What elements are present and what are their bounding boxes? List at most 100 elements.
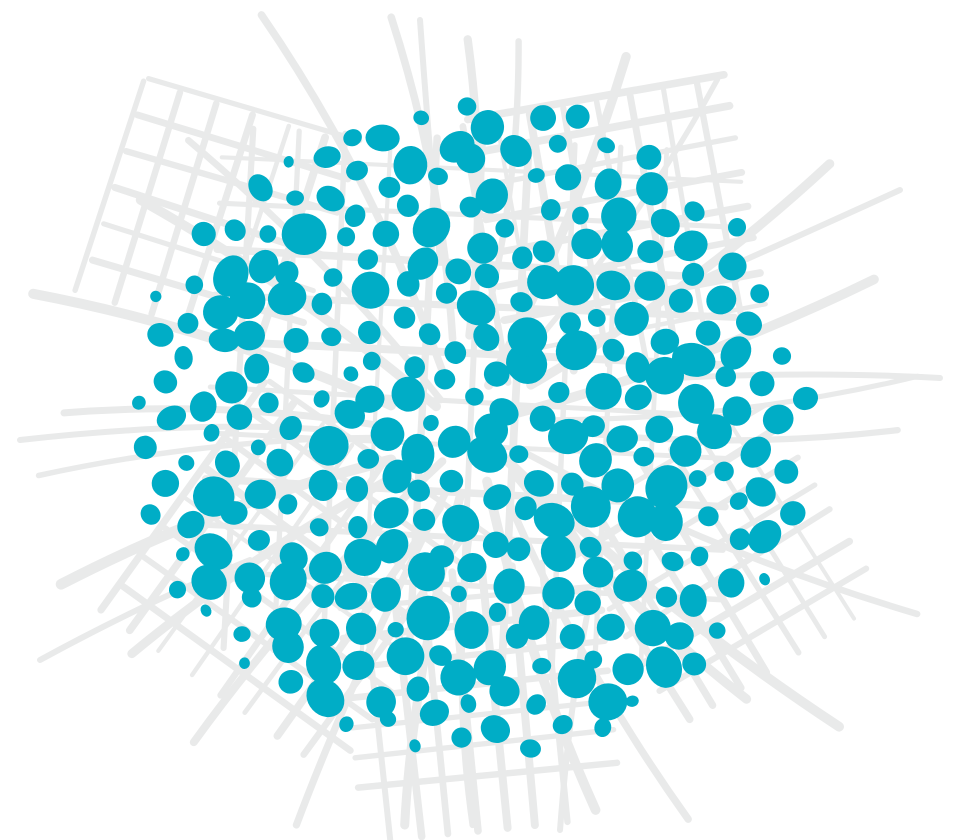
street-line — [72, 78, 147, 294]
map-dot — [483, 484, 512, 511]
map-dot — [727, 218, 747, 237]
map-dot — [612, 653, 644, 686]
map-dot — [454, 611, 489, 649]
map-dot — [234, 320, 265, 351]
map-dot — [480, 715, 511, 744]
map-dot — [512, 246, 533, 269]
map-dot — [311, 292, 333, 316]
map-dot — [602, 338, 625, 362]
map-dot — [372, 220, 400, 247]
map-dot — [156, 405, 187, 431]
street-line — [463, 70, 728, 124]
map-dot — [655, 586, 678, 608]
map-dot — [706, 285, 737, 315]
street-line — [388, 574, 426, 840]
map-dot — [579, 536, 602, 558]
map-dot — [759, 573, 770, 586]
map-dot — [203, 423, 220, 442]
map-dot — [445, 258, 472, 285]
map-dot — [306, 678, 345, 718]
map-dot — [406, 676, 430, 702]
map-dot — [418, 323, 441, 346]
map-dot — [308, 469, 338, 501]
map-dot — [682, 262, 705, 286]
map-dot — [387, 621, 404, 638]
map-dot — [729, 492, 748, 510]
map-dot — [370, 417, 405, 451]
map-dot — [258, 392, 279, 414]
map-dot — [309, 618, 340, 648]
map-dot — [465, 387, 484, 406]
map-dot — [645, 465, 688, 510]
map-dot — [645, 415, 674, 444]
map-dot — [404, 356, 426, 379]
map-dot — [215, 371, 248, 404]
map-dot — [572, 206, 589, 225]
map-dot — [435, 282, 458, 304]
map-dot — [440, 659, 477, 696]
map-dot — [596, 613, 625, 641]
map-dot — [366, 686, 396, 718]
map-dot — [715, 366, 737, 387]
map-dot — [559, 312, 581, 335]
map-dot — [357, 249, 379, 270]
map-dot — [650, 208, 680, 238]
map-dot — [613, 569, 648, 602]
map-dot — [345, 476, 369, 502]
map-dot — [343, 366, 359, 382]
map-dot — [565, 104, 590, 129]
map-dot — [344, 538, 382, 576]
street-line — [354, 759, 621, 791]
map-dot — [281, 213, 327, 256]
map-dot — [697, 414, 732, 450]
map-dot — [248, 249, 279, 284]
map-dot — [177, 312, 199, 334]
map-dot — [554, 265, 595, 306]
map-dot — [203, 295, 239, 330]
map-dot — [597, 137, 615, 154]
map-dot — [559, 624, 585, 650]
street-line — [145, 75, 363, 144]
map-dot — [624, 384, 652, 411]
map-dot — [413, 110, 430, 126]
street-line — [37, 557, 253, 663]
map-dot — [748, 520, 782, 554]
map-dot — [429, 645, 452, 666]
map-dot — [348, 516, 368, 539]
map-dot — [407, 479, 430, 502]
map-dot — [636, 144, 662, 170]
map-dot — [594, 718, 612, 738]
map-dot — [601, 468, 635, 503]
map-dot — [412, 207, 451, 248]
map-dot — [557, 658, 597, 699]
map-dot — [560, 472, 584, 496]
map-dot — [678, 383, 715, 424]
map-dot — [316, 185, 345, 212]
street-line — [557, 597, 593, 833]
map-dot — [482, 531, 509, 558]
map-dot — [342, 650, 375, 681]
map-dot — [275, 261, 299, 286]
map-dot — [247, 530, 270, 551]
map-dot — [323, 268, 343, 287]
map-dot — [633, 446, 655, 467]
map-dot — [309, 518, 329, 537]
map-dot — [614, 301, 649, 336]
map-dot — [688, 470, 707, 487]
map-dot — [346, 160, 368, 181]
map-dot — [351, 271, 390, 309]
map-dot — [191, 564, 227, 600]
map-dot — [529, 405, 556, 432]
map-dot — [393, 146, 428, 185]
map-dot — [194, 533, 233, 570]
map-dot — [233, 626, 251, 642]
map-dot — [665, 622, 694, 650]
map-dot — [437, 425, 471, 458]
map-dot — [745, 477, 776, 507]
map-dot — [736, 311, 762, 336]
map-dot — [636, 172, 668, 206]
map-dot — [507, 317, 548, 357]
map-dot — [337, 227, 356, 247]
map-dot — [272, 630, 304, 663]
